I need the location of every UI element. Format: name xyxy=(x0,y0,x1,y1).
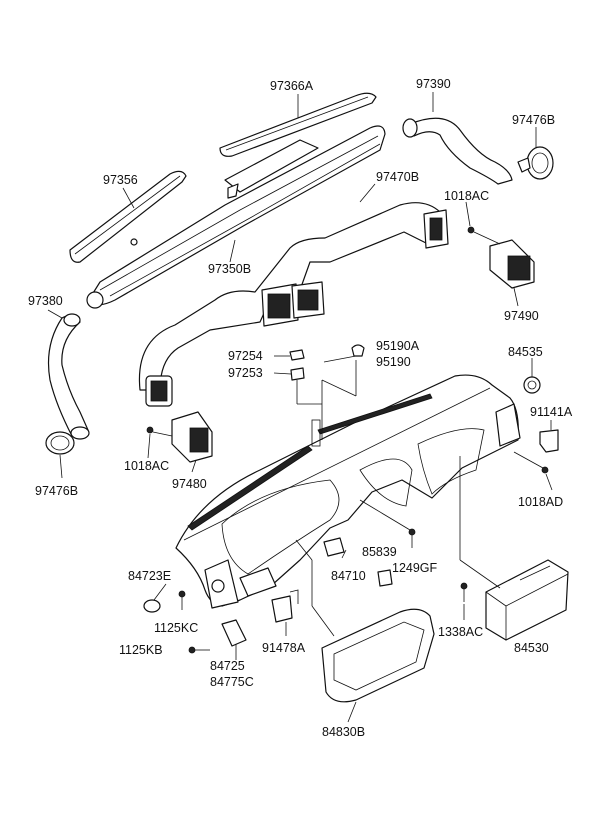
hose-97380 xyxy=(47,313,90,440)
screw-1018ad xyxy=(541,466,549,474)
label-97254: 97254 xyxy=(228,349,263,363)
screw-1125kc xyxy=(178,590,186,610)
label-97350b: 97350B xyxy=(208,262,251,276)
defroster-nozzle-97350b xyxy=(86,125,386,309)
air-duct-97470b xyxy=(138,202,449,407)
clip-97253 xyxy=(290,367,305,381)
vent-97490 xyxy=(489,239,535,289)
label-97470b: 97470B xyxy=(376,170,419,184)
crash-pad-84710 xyxy=(175,374,521,609)
label-1249gf: 1249GF xyxy=(392,561,438,575)
label-97476b-left: 97476B xyxy=(35,484,78,498)
label-97356: 97356 xyxy=(103,173,138,187)
label-84535: 84535 xyxy=(508,345,543,359)
label-97366a: 97366A xyxy=(270,79,314,93)
cap-97476b-top xyxy=(517,146,554,180)
bracket-84725 xyxy=(221,619,247,647)
label-1018ac-left: 1018AC xyxy=(124,459,169,473)
label-1018ac-right: 1018AC xyxy=(444,189,489,203)
label-1125kc: 1125KC xyxy=(154,621,198,635)
clip-95190 xyxy=(351,344,365,357)
part-labels: 97366A 97390 97476B 97356 97470B 1018AC … xyxy=(28,77,573,739)
cap-84723e xyxy=(143,599,161,613)
label-84710: 84710 xyxy=(331,569,366,583)
vent-97480 xyxy=(171,411,213,463)
screw-1018ac-right xyxy=(467,226,501,245)
label-1018ad: 1018AD xyxy=(518,495,563,509)
label-97490: 97490 xyxy=(504,309,539,323)
cap-97476b-left xyxy=(45,431,75,455)
label-84530: 84530 xyxy=(514,641,549,655)
label-91478a: 91478A xyxy=(262,641,306,655)
label-97380: 97380 xyxy=(28,294,63,308)
screw-1125kb xyxy=(188,646,210,654)
label-97476b-top: 97476B xyxy=(512,113,555,127)
label-97480: 97480 xyxy=(172,477,207,491)
label-1338ac: 1338AC xyxy=(438,625,483,639)
label-84723e: 84723E xyxy=(128,569,171,583)
hose-97390 xyxy=(402,117,513,185)
label-84830b: 84830B xyxy=(322,725,365,739)
label-85839: 85839 xyxy=(362,545,397,559)
glove-box-84530 xyxy=(485,559,569,641)
label-95190: 95190 xyxy=(376,355,411,369)
leader-lines xyxy=(47,92,553,723)
screw-1018ac-left xyxy=(146,426,173,437)
label-84725: 84725 xyxy=(210,659,245,673)
clip-85839 xyxy=(377,569,393,587)
label-97253: 97253 xyxy=(228,366,263,380)
label-1125kb: 1125KB xyxy=(119,643,163,657)
label-91141a: 91141A xyxy=(530,405,573,419)
screw-1249gf xyxy=(408,528,416,548)
bracket-91141a xyxy=(539,429,559,453)
side-defroster-97356 xyxy=(69,170,187,263)
screw-1338ac xyxy=(460,582,468,602)
label-95190a: 95190A xyxy=(376,339,420,353)
bracket-91478a xyxy=(271,589,299,623)
defroster-strip-97366a xyxy=(219,92,377,157)
grommet-84535 xyxy=(523,376,541,394)
label-97390: 97390 xyxy=(416,77,451,91)
clip-97254 xyxy=(289,349,305,361)
label-84775c: 84775C xyxy=(210,675,254,689)
cluster-hood-84830b xyxy=(321,608,435,703)
